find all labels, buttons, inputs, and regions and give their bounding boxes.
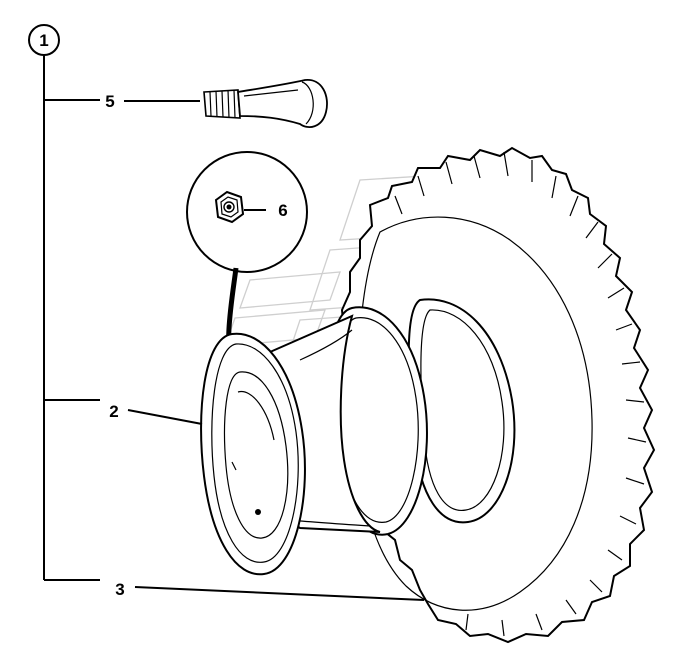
callout-6-label: 6 <box>278 201 287 220</box>
rim <box>200 306 428 576</box>
callout-5-label: 5 <box>105 92 114 111</box>
callout-3-label: 3 <box>115 580 124 599</box>
callout-2-leader <box>127 409 203 425</box>
callout-1: 1 <box>28 24 60 56</box>
nut-detail-circle <box>186 151 308 273</box>
callout-3-leader <box>134 586 425 601</box>
assembly-bracket <box>43 55 100 581</box>
callout-1-label: 1 <box>39 31 48 50</box>
callout-2-label: 2 <box>109 402 118 421</box>
valve-stem <box>203 79 328 128</box>
